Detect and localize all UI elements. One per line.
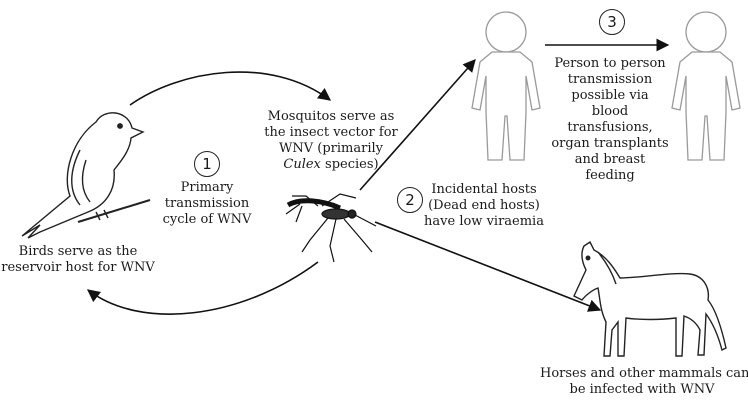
person-to-person-number-badge: 3: [599, 9, 625, 35]
cycle-label: Primary transmission cycle of WNV: [162, 180, 252, 228]
incidental-label-line: Incidental hosts: [431, 182, 537, 197]
culex-italic: Culex: [283, 157, 321, 172]
incidental-label-line: have low viraemia: [424, 214, 544, 229]
ptp-label-line: transmission: [567, 72, 653, 87]
birds-label-line: reservoir host for WNV: [1, 260, 155, 275]
mosquito-label-line: Culex species): [252, 157, 410, 173]
ptp-label-line: possible via: [571, 88, 649, 103]
birds-label-line: Birds serve as the: [18, 244, 138, 259]
horse-icon: [573, 240, 727, 357]
arrow-mosquito-to-bird: [86, 261, 319, 315]
incidental-label-line: (Dead end hosts): [428, 198, 540, 213]
incidental-label: Incidental hosts (Dead end hosts) have l…: [420, 182, 548, 230]
bird-icon: [21, 112, 151, 239]
mosquito-label-line: Mosquitos serve as: [267, 109, 395, 124]
ptp-label-line: feeding: [585, 168, 635, 183]
mosquito-label-tail: species): [320, 157, 379, 172]
horses-label-line: be infected with WNV: [569, 382, 715, 397]
mosquito-icon: [285, 193, 377, 263]
ptp-label-line: Person to person: [554, 56, 666, 71]
horses-label: Horses and other mammals can be infected…: [540, 366, 748, 398]
horses-label-line: Horses and other mammals can: [540, 366, 748, 381]
ptp-label-line: and breast: [574, 152, 646, 167]
arrow-bird-to-mosquito: [129, 71, 332, 106]
cycle-label-line: Primary: [180, 180, 234, 195]
arrow-mosquito-to-horse: [374, 221, 602, 312]
mosquito-label-line: WNV (primarily: [279, 141, 383, 156]
person-to-person-label: Person to person transmission possible v…: [548, 56, 672, 184]
cycle-label-line: cycle of WNV: [162, 212, 252, 227]
ptp-label-line: organ transplants: [551, 136, 669, 151]
mosquito-label: Mosquitos serve as the insect vector for…: [252, 109, 410, 173]
mosquito-label-line: the insect vector for: [264, 125, 398, 140]
birds-label: Birds serve as the reservoir host for WN…: [0, 244, 156, 276]
incidental-number-badge: 2: [397, 187, 423, 213]
ptp-label-line: transfusions,: [567, 120, 653, 135]
cycle-number-badge: 1: [194, 151, 220, 177]
arrow-mosquito-to-person: [359, 59, 476, 191]
ptp-label-line: blood: [591, 104, 629, 119]
person-icon: [671, 11, 741, 161]
cycle-label-line: transmission: [164, 196, 250, 211]
person-icon: [471, 11, 541, 161]
